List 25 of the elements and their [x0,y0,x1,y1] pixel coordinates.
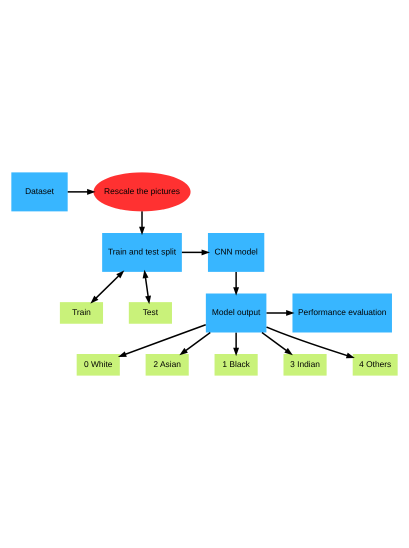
node-box: 3 Indian [283,354,327,376]
node-box: Performance evaluation [292,293,392,332]
node-box: 4 Others [352,354,398,376]
node-box: Train and test split [102,232,182,272]
arrow [233,332,240,356]
node-ellipse: Rescale the pictures [93,172,191,212]
arrow [262,332,293,356]
node-box: 1 Black [214,354,258,376]
node-box: 2 Asian [146,354,189,376]
node-box: CNN model [208,232,264,272]
node-box: Test [128,302,172,324]
node-box: 0 White [76,354,120,376]
arrow [179,332,211,356]
arrow [266,326,355,358]
arrow [182,249,210,256]
arrow [90,270,124,304]
node-box: Train [60,302,104,324]
arrow [68,188,96,195]
arrow [142,270,151,304]
arrow [139,211,145,236]
arrow [266,310,295,316]
arrow [118,324,206,357]
node-box: Dataset [11,172,68,212]
arrow [233,272,240,296]
node-box: Model output [206,293,266,332]
